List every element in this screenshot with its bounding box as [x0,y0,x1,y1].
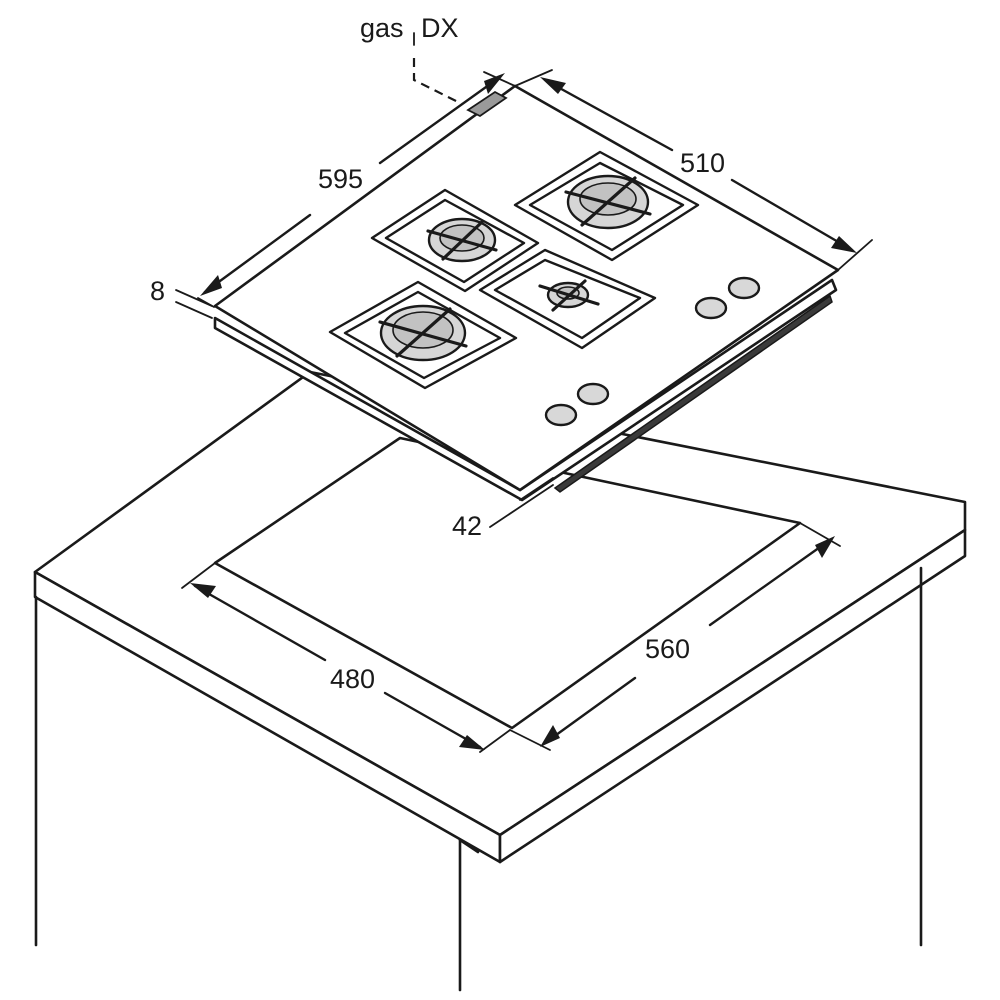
dimension-560-label: 560 [645,634,690,664]
gas-inlet [466,90,508,118]
knob-4[interactable] [727,276,761,300]
hob-underside-shadow [553,294,833,493]
cabinet-corner [458,838,480,854]
countertop [33,370,967,864]
gas-leader-line [412,58,463,105]
grate-center [478,248,657,350]
dimension-510-label: 510 [680,148,725,178]
dimension-42-label: 42 [452,511,482,541]
knob-1[interactable] [544,403,578,427]
hob [213,84,840,502]
cabinet [34,566,923,992]
dimension-595: 595 [197,71,516,308]
knob-3[interactable] [694,296,728,320]
grate-right [513,150,700,262]
dimension-480-label: 480 [330,664,375,694]
dimension-595-label: 595 [318,164,363,194]
countertop-side-edge [498,528,967,864]
grate-front-left [328,280,518,390]
dimension-480: 480 [181,562,511,753]
knob-2[interactable] [576,382,610,406]
gas-label: gas [360,13,404,43]
gas-side-label: DX [421,13,459,43]
dimension-8-label: 8 [150,276,165,306]
dimension-8: 8 [150,276,213,319]
dimension-42: 42 [452,477,554,541]
dimension-560: 560 [509,522,841,751]
knobs [544,276,761,427]
grate-back-left [370,188,540,293]
dimension-510: 510 [514,69,873,271]
gas-callout: gas DX [360,13,463,105]
